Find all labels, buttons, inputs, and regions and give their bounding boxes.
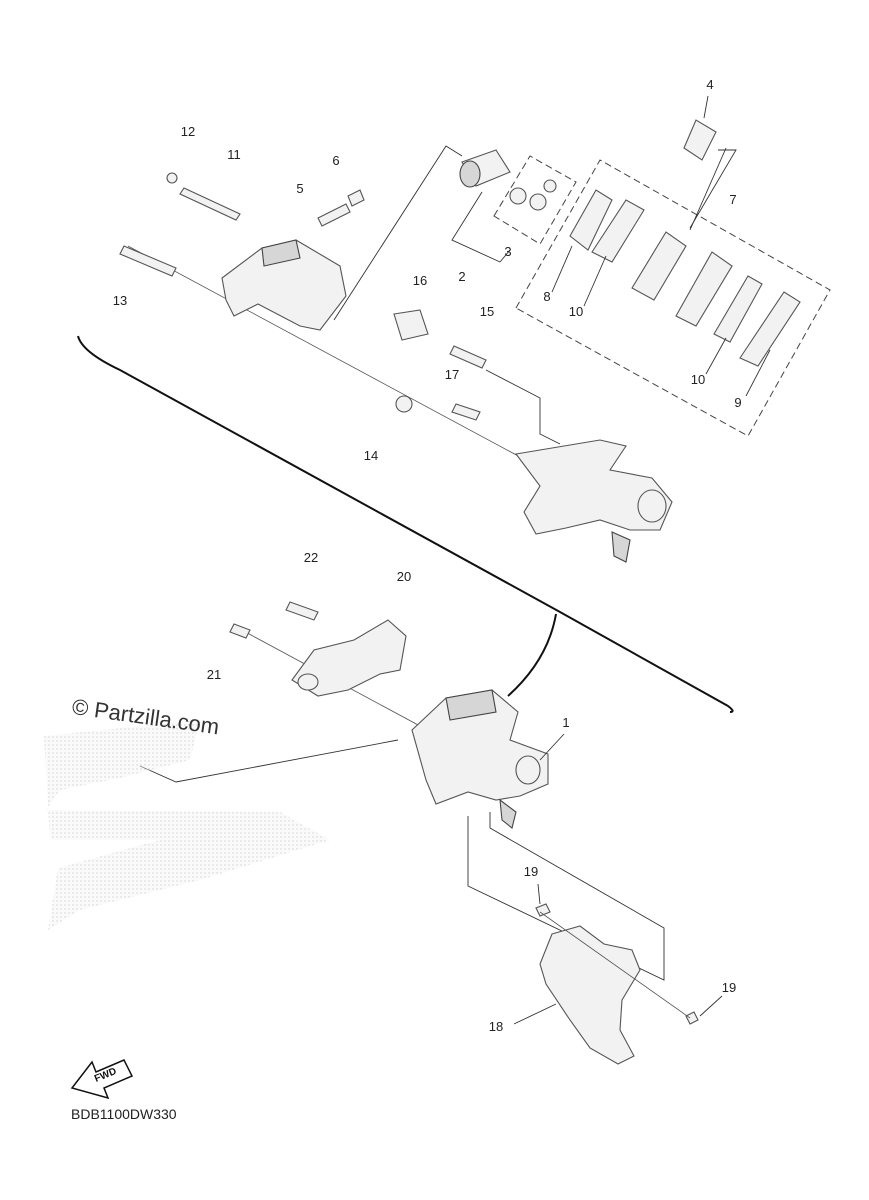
part-1-caliper-assembly: [411, 689, 549, 829]
part-19-screw-b: [685, 1011, 699, 1025]
leader-1: [539, 733, 565, 761]
part-15-pin: [449, 345, 487, 369]
callout-c12: 12: [181, 124, 195, 139]
fwd-arrow-icon: FWD: [70, 1059, 134, 1100]
leader-4: [703, 95, 709, 119]
part-13-shaft: [119, 245, 177, 277]
part-16-sleeve: [393, 309, 429, 341]
part-17-bleeder: [451, 403, 481, 421]
watermark-swoosh: [44, 720, 330, 930]
callout-c4: 4: [706, 77, 713, 92]
callout-c11: 11: [227, 147, 241, 162]
leader-7: [689, 147, 727, 231]
callout-c1: 1: [562, 715, 569, 730]
lower-screw-centerline: [539, 911, 691, 1019]
leader-18-box: [467, 812, 665, 981]
leader-1-hose: [139, 739, 399, 783]
leader-10b: [705, 337, 727, 375]
leader-2-3: [451, 191, 511, 263]
callout-c22: 22: [304, 550, 318, 565]
callout-c8: 8: [543, 289, 550, 304]
part-20-bracket: [291, 619, 407, 697]
callout-c19a: 19: [524, 864, 538, 879]
leader-4-box: [689, 149, 737, 229]
leader-9: [745, 349, 771, 397]
callout-c13: 13: [113, 293, 127, 308]
part-12-cap: [166, 172, 178, 184]
upper-caliper-bracket: [515, 439, 673, 563]
leader-15-line: [485, 369, 561, 445]
part-14-boot: [395, 395, 413, 413]
callout-c7: 7: [729, 192, 736, 207]
part-6-bolt: [347, 189, 365, 207]
callout-c2: 2: [458, 269, 465, 284]
callout-c6: 6: [332, 153, 339, 168]
leader-19b: [699, 995, 723, 1017]
part-18-guard: [539, 925, 641, 1065]
part-22-bolt: [285, 601, 319, 621]
callout-c10b: 10: [691, 372, 705, 387]
leader-10a: [583, 255, 607, 307]
callout-c19b: 19: [722, 980, 736, 995]
callout-c18: 18: [489, 1019, 503, 1034]
diagram-code: BDB1100DW330: [71, 1106, 177, 1122]
callout-c15: 15: [480, 304, 494, 319]
part-21-bolt: [229, 623, 251, 639]
callout-c10a: 10: [569, 304, 583, 319]
callout-c9: 9: [734, 395, 741, 410]
leader-8: [551, 245, 573, 293]
part-5-spring: [317, 203, 351, 227]
callout-c21: 21: [207, 667, 221, 682]
part-19-screw-a: [535, 903, 551, 917]
callout-c20: 20: [397, 569, 411, 584]
callout-c14: 14: [364, 448, 378, 463]
part-7-pad-kit-box: [515, 159, 831, 437]
callout-c16: 16: [413, 273, 427, 288]
assembly-bracket-line: [77, 335, 734, 713]
callout-c17: 17: [445, 367, 459, 382]
assembly-bracket-pointer: [507, 613, 557, 697]
upper-caliper-body: [221, 239, 347, 331]
leader-19a: [537, 883, 541, 905]
leader-18: [513, 1003, 557, 1025]
part-11-pin: [179, 187, 241, 221]
leader-caliper-piston: [333, 145, 463, 321]
part-3-seal-kit-box: [493, 155, 577, 245]
callout-c5: 5: [296, 181, 303, 196]
part-4-clip: [683, 119, 717, 161]
part-2-piston: [459, 149, 511, 188]
callout-c3: 3: [504, 244, 511, 259]
